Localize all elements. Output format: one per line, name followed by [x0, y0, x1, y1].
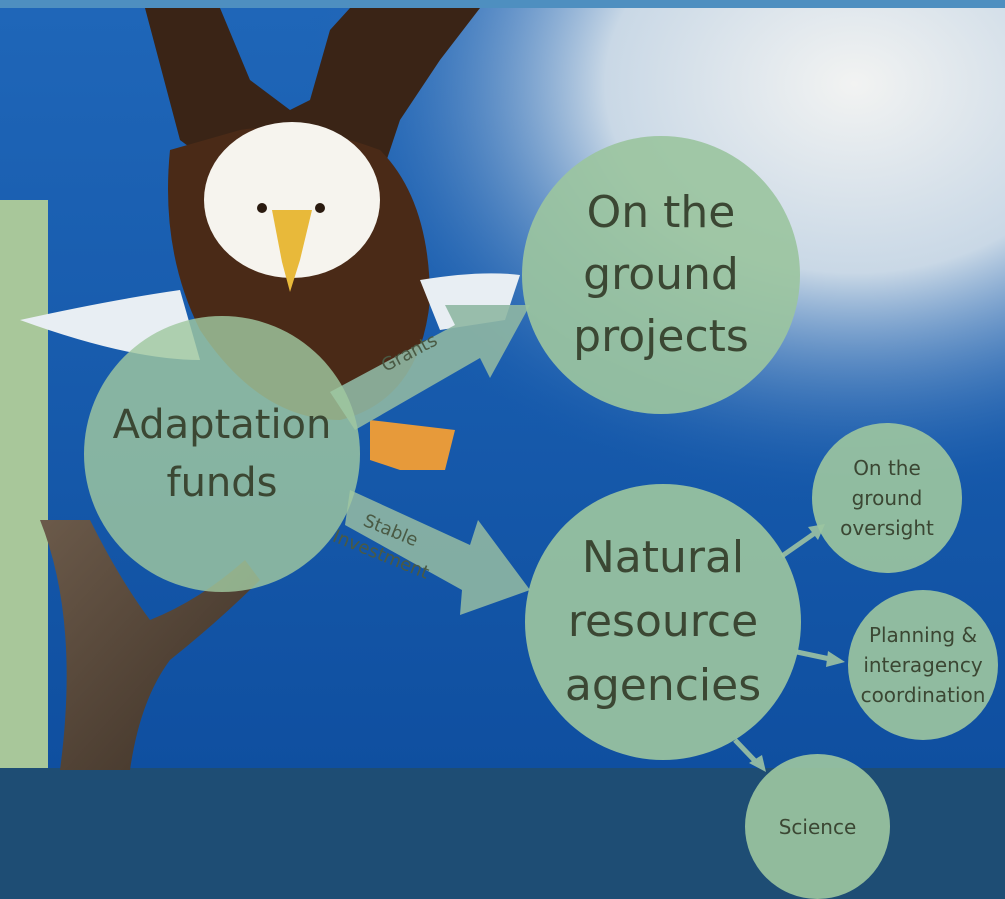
top-band [0, 0, 1005, 8]
arrow-science [733, 738, 758, 764]
node-on-the-ground-projects: On the ground projects [522, 136, 800, 414]
eagle-beak [272, 210, 312, 292]
arrow-oversight [780, 530, 817, 559]
eagle-eye-right [315, 203, 325, 213]
node-adaptation-funds-label: Adaptation funds [112, 402, 332, 506]
node-natural-resource-agencies-label: Natural resource agencies [564, 532, 762, 711]
eagle-talons [370, 420, 455, 470]
tree-branch [40, 520, 260, 770]
arrow-planning [796, 649, 831, 662]
node-science-label: Science [778, 814, 857, 839]
node-on-the-ground-oversight-label: On the ground oversight [840, 456, 934, 540]
node-adaptation-funds: Adaptation funds [84, 316, 360, 592]
node-on-the-ground-oversight: On the ground oversight [812, 423, 962, 573]
node-natural-resource-agencies: Natural resource agencies [525, 484, 801, 760]
node-on-the-ground-projects-label: On the ground projects [573, 187, 749, 362]
node-planning-coordination-label: Planning & interagency coordination [860, 623, 986, 707]
arrow-stable-investment [345, 490, 530, 615]
left-panel [0, 200, 48, 768]
eagle-head [204, 122, 380, 278]
eagle-eye-left [257, 203, 267, 213]
node-planning-coordination: Planning & interagency coordination [848, 590, 998, 740]
arrow-grants [330, 305, 530, 430]
node-science: Science [745, 754, 890, 899]
